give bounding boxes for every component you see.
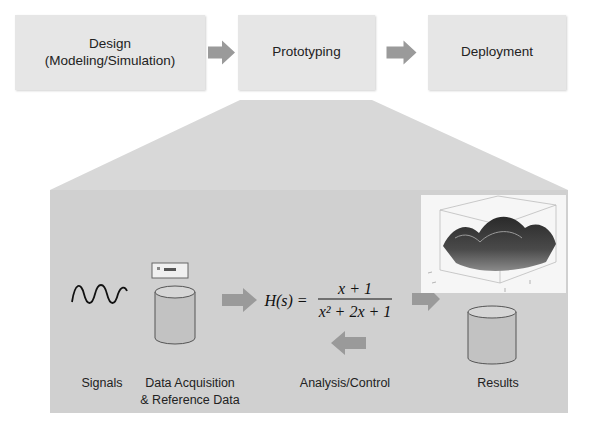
zoom-trapezoid (50, 100, 568, 190)
equation-denominator: x² + 2x + 1 (310, 301, 400, 323)
process-box: Design (Modeling/Simulation) (15, 15, 205, 90)
daq-device (152, 263, 188, 278)
process-box: Deployment (428, 15, 566, 90)
prototyping-panel (50, 190, 568, 413)
stage-label: Analysis/Control (280, 375, 410, 392)
stage-label: Results (448, 375, 548, 392)
process-box: Prototyping (238, 15, 375, 90)
box-label: Design (Modeling/Simulation) (40, 36, 180, 68)
box-label: Prototyping (272, 44, 340, 60)
equation-numerator: x + 1 (318, 278, 392, 300)
flow-arrow (222, 288, 257, 312)
results-cylinder (468, 306, 516, 364)
database-cylinder (155, 286, 195, 344)
feedback-arrow (331, 331, 366, 355)
box-content: Deployment (461, 44, 533, 60)
signal-wave (72, 285, 127, 303)
box-label: Deployment (461, 44, 533, 60)
box-content: Prototyping (272, 44, 340, 60)
equation-lhs: H(s) = (255, 290, 317, 312)
stage-label: Signals (62, 375, 142, 392)
flow-arrow (208, 41, 235, 65)
stage-label: Data Acquisition & Reference Data (125, 375, 255, 409)
surface-plot (421, 195, 566, 293)
box-content: Design (Modeling/Simulation) (40, 36, 180, 68)
fraction-bar (318, 299, 392, 300)
flow-arrow (387, 41, 417, 65)
